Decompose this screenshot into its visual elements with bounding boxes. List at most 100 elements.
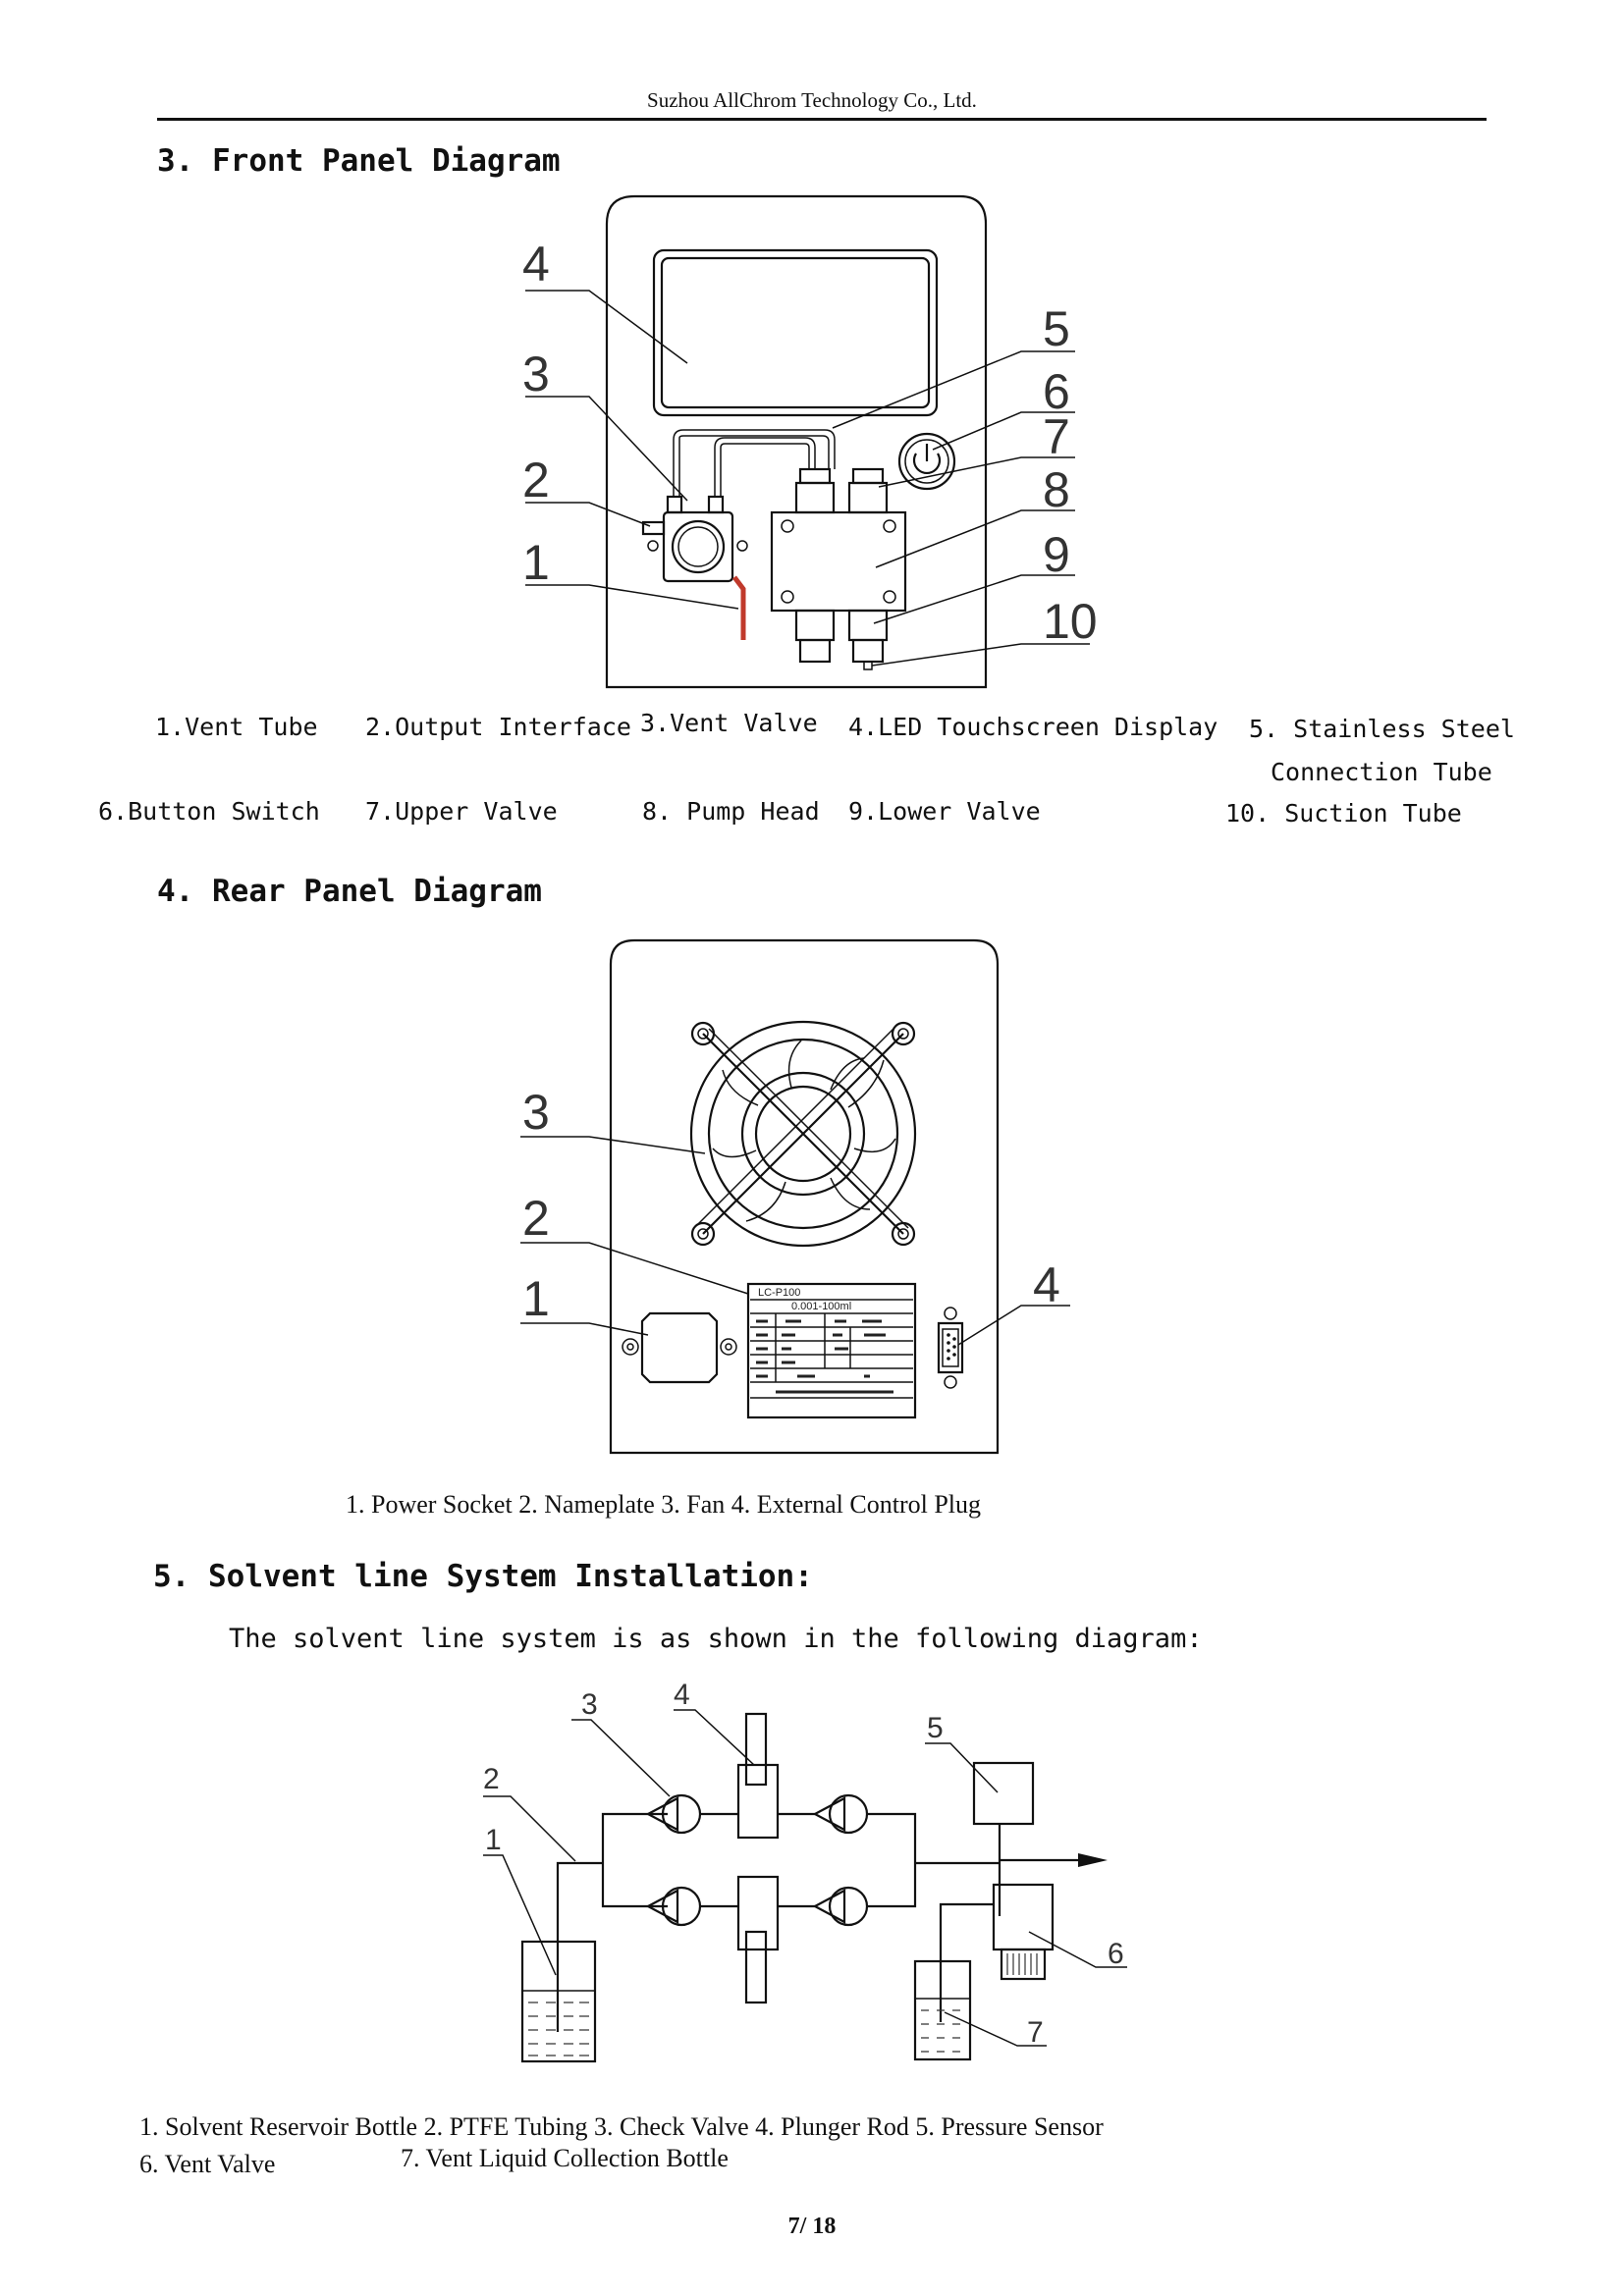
front-caption-9: 9.Lower Valve <box>848 797 1041 826</box>
sol-callout-2: 2 <box>483 1763 500 1795</box>
nameplate: LC-P100 0.001-100ml <box>746 1282 917 1419</box>
leader-5 <box>832 350 1075 429</box>
fan-blades <box>712 1040 896 1222</box>
solvent-system-diagram: 2 1 3 4 5 6 7 <box>483 1679 1127 2063</box>
leader-3 <box>525 396 688 502</box>
header-rule <box>157 118 1487 121</box>
vent-tube-red <box>732 575 746 640</box>
vent-drain-line <box>939 1902 994 2022</box>
steel-tube-outer <box>673 429 836 496</box>
output-interface-fitting <box>641 520 666 536</box>
rear-callout-4: 4 <box>1033 1257 1060 1312</box>
check-valve-right-top <box>812 1793 869 1835</box>
leader-4 <box>525 290 688 364</box>
vent-fitting-left <box>666 495 683 514</box>
fan <box>689 1020 917 1248</box>
plunger-rod-top <box>744 1712 768 1787</box>
callout-5: 5 <box>1043 301 1070 356</box>
callout-8: 8 <box>1043 462 1070 517</box>
front-caption-3: 3.Vent Valve <box>640 709 818 737</box>
leader-7 <box>878 456 1075 488</box>
front-caption-6: 6.Button Switch <box>98 797 320 826</box>
rear-leader-1 <box>520 1322 649 1336</box>
fan-screw-bl <box>690 1221 716 1247</box>
pump-head-top <box>736 1763 780 1840</box>
fan-grill-cross <box>702 1033 904 1235</box>
sol-callout-5: 5 <box>927 1712 944 1744</box>
front-housing <box>605 194 988 689</box>
display-screen-inner <box>660 256 931 409</box>
front-caption-10: 10. Suction Tube <box>1225 799 1462 828</box>
callout-7: 7 <box>1043 409 1070 464</box>
rear-leader-3 <box>520 1136 706 1154</box>
sol-callout-1: 1 <box>485 1824 502 1856</box>
nameplate-glyphs <box>756 1319 893 1394</box>
front-caption-4: 4.LED Touchscreen Display <box>848 713 1218 741</box>
leader-10 <box>871 643 1090 667</box>
leader-9 <box>873 574 1075 624</box>
lower-fitting-left <box>798 638 832 664</box>
solvent-caption-6: 6. Vent Valve <box>139 2150 276 2178</box>
solvent-caption-line1: 1. Solvent Reservoir Bottle 2. PTFE Tubi… <box>139 2112 1104 2141</box>
callout-1: 1 <box>522 535 550 590</box>
nameplate-model: LC-P100 <box>758 1287 800 1299</box>
sol-leader-5 <box>925 1742 999 1793</box>
sol-leader-6 <box>1028 1931 1127 1968</box>
vent-collection-bottle <box>913 1959 972 2061</box>
power-button <box>897 432 956 491</box>
pump-head-bottom <box>736 1875 780 1951</box>
leader-8 <box>875 509 1075 568</box>
rear-leader-4 <box>957 1305 1070 1346</box>
pump-head-block <box>770 510 907 613</box>
front-caption-2: 2.Output Interface <box>365 713 631 741</box>
leader-6 <box>932 411 1075 451</box>
fan-screw-tr <box>891 1021 916 1046</box>
front-caption-5b: Connection Tube <box>1271 758 1492 786</box>
sol-leader-3 <box>571 1719 671 1797</box>
callout-10: 10 <box>1043 594 1098 649</box>
front-caption-5a: 5. Stainless Steel <box>1249 715 1515 743</box>
rear-leader-2 <box>520 1242 749 1295</box>
upper-valve-right <box>847 481 889 514</box>
sol-callout-3: 3 <box>581 1688 598 1721</box>
fan-screw-br <box>891 1221 916 1247</box>
suction-tube <box>863 662 873 670</box>
sol-leader-2 <box>483 1795 576 1862</box>
front-caption-8: 8. Pump Head <box>642 797 820 826</box>
solvent-intro: The solvent line system is as shown in t… <box>229 1624 1203 1654</box>
sol-leader-7 <box>944 2011 1047 2047</box>
ptfe-tubing <box>556 1812 668 2032</box>
outlet-arrow-icon <box>1078 1853 1108 1867</box>
callout-9: 9 <box>1043 527 1070 582</box>
solvent-title: 5. Solvent line System Installation: <box>153 1559 813 1594</box>
callout-4: 4 <box>522 237 550 292</box>
callout-6: 6 <box>1043 364 1070 419</box>
page-header: Suzhou AllChrom Technology Co., Ltd. <box>647 88 977 112</box>
upper-fitting-left-top <box>798 467 832 485</box>
vent-fitting-right <box>707 495 725 514</box>
callout-2: 2 <box>522 453 550 507</box>
rear-housing <box>609 938 1000 1455</box>
sol-leader-1 <box>483 1854 557 1976</box>
solvent-caption-7: 7. Vent Liquid Collection Bottle <box>401 2144 729 2172</box>
rear-caption: 1. Power Socket 2. Nameplate 3. Fan 4. E… <box>346 1490 982 1519</box>
callout-3: 3 <box>522 347 550 401</box>
power-icon <box>912 453 942 474</box>
external-control-plug <box>937 1307 964 1389</box>
check-valve-right-bottom <box>812 1886 869 1927</box>
pressure-sensor <box>972 1761 1035 1826</box>
rear-callout-3: 3 <box>522 1085 550 1140</box>
display-screen-outer <box>652 248 939 417</box>
steel-tube-inner <box>714 437 816 496</box>
rear-panel-title: 4. Rear Panel Diagram <box>157 874 542 909</box>
sol-callout-4: 4 <box>674 1679 690 1711</box>
power-socket <box>622 1311 737 1384</box>
vent-valve-knob <box>671 519 726 574</box>
sol-callout-6: 6 <box>1108 1938 1124 1970</box>
upper-valve-left <box>794 481 836 514</box>
vent-valve-block <box>662 510 734 583</box>
output-line <box>867 1812 1000 1908</box>
front-panel-diagram: 4 5 6 7 8 9 10 3 2 1 <box>522 194 1098 689</box>
leader-1 <box>525 584 739 610</box>
